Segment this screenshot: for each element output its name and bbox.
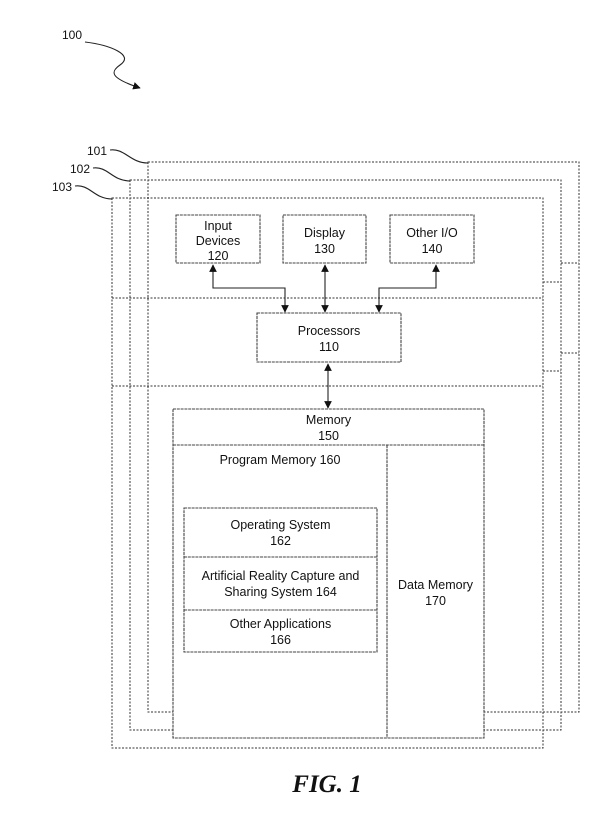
ar-capture-label-2: Sharing System 164 bbox=[224, 585, 337, 599]
data-memory-box: Data Memory 170 bbox=[398, 578, 474, 608]
memory-ref: 150 bbox=[318, 429, 339, 443]
processors-ref: 110 bbox=[319, 340, 339, 354]
ref-101-label: 101 bbox=[87, 144, 107, 158]
figure-caption: FIG. 1 bbox=[291, 771, 361, 798]
arrow-processors-other-io bbox=[375, 264, 440, 313]
memory-label: Memory bbox=[306, 413, 352, 427]
processors-label: Processors bbox=[298, 324, 361, 338]
program-stack bbox=[183, 507, 378, 653]
ar-capture-label-1: Artificial Reality Capture and bbox=[202, 569, 360, 583]
input-devices-label-2: Devices bbox=[196, 234, 240, 248]
input-devices-label-1: Input bbox=[204, 219, 232, 233]
ref-102-label: 102 bbox=[70, 162, 90, 176]
other-applications-label: Other Applications bbox=[230, 617, 331, 631]
ref-100-pointer-arrow bbox=[84, 41, 141, 90]
operating-system-label: Operating System bbox=[230, 518, 330, 532]
ref-102-leader bbox=[92, 167, 131, 182]
arrow-processors-input-devices bbox=[209, 264, 289, 313]
display-box: Display 130 bbox=[282, 214, 367, 264]
data-memory-label: Data Memory bbox=[398, 578, 474, 592]
operating-system-box: Operating System 162 bbox=[230, 518, 330, 548]
ref-103-label: 103 bbox=[52, 180, 72, 194]
input-devices-ref: 120 bbox=[208, 249, 229, 263]
data-memory-ref: 170 bbox=[425, 594, 446, 608]
operating-system-ref: 162 bbox=[270, 534, 291, 548]
other-applications-ref: 166 bbox=[270, 633, 291, 647]
display-ref: 130 bbox=[314, 242, 335, 256]
frame-101 bbox=[147, 161, 580, 713]
other-io-box: Other I/O 140 bbox=[389, 214, 475, 264]
display-label: Display bbox=[304, 226, 346, 240]
other-io-label: Other I/O bbox=[406, 226, 458, 240]
other-applications-box: Other Applications 166 bbox=[230, 617, 331, 647]
ref-101-leader bbox=[109, 149, 149, 164]
ar-capture-sharing-box: Artificial Reality Capture and Sharing S… bbox=[202, 569, 360, 599]
ref-100-label: 100 bbox=[62, 28, 82, 42]
processors-box: Processors 110 bbox=[256, 312, 402, 363]
ref-103-leader bbox=[74, 185, 113, 200]
frame-102 bbox=[129, 179, 562, 731]
program-memory-label: Program Memory 160 bbox=[220, 453, 341, 467]
other-io-ref: 140 bbox=[422, 242, 443, 256]
input-devices-box: Input Devices 120 bbox=[175, 214, 261, 264]
